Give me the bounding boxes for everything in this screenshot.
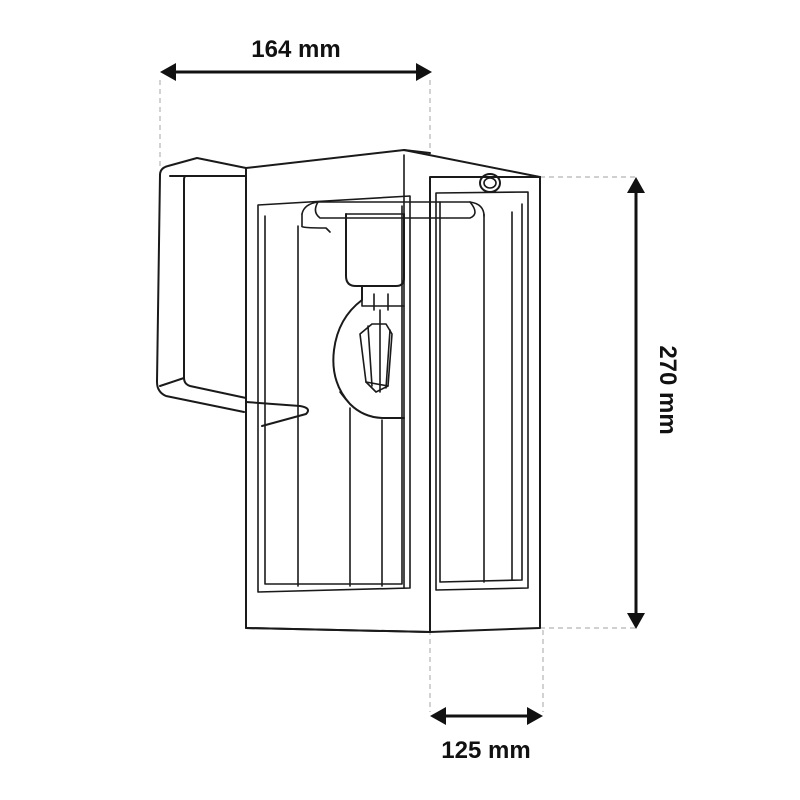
wall-lamp-drawing [156,149,541,633]
depth-dimension: 125 mm [430,707,543,764]
wall-mount-plate [156,157,309,427]
depth-label: 125 mm [441,737,530,764]
width-label: 164 mm [251,36,340,63]
lamp-holder [301,201,485,287]
extension-lines [159,80,636,712]
width-dimension: 164 mm [160,36,432,81]
lantern-frame [245,149,541,633]
light-bulb [332,285,405,419]
height-dimension: 270 mm [627,177,681,629]
height-label: 270 mm [654,345,681,434]
